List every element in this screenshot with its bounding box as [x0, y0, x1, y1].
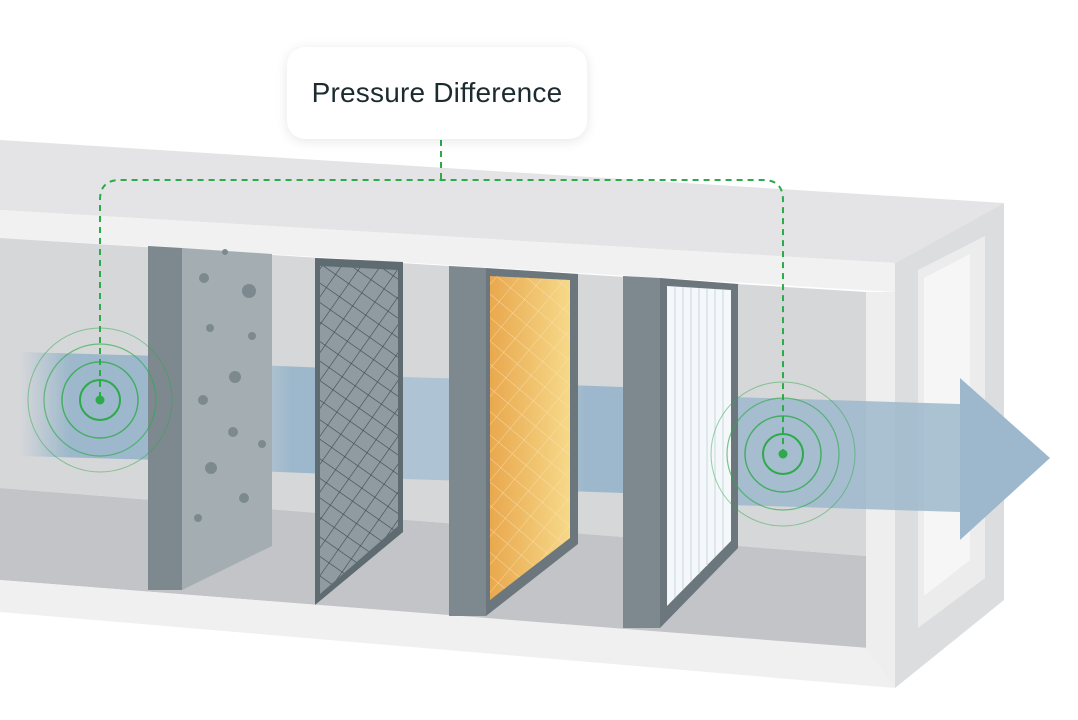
duct-top	[0, 140, 1004, 263]
upstream-sensor-icon	[27, 327, 173, 473]
pressure-difference-label: Pressure Difference	[311, 77, 563, 108]
pressure-connector-line	[99, 140, 784, 452]
duct-top-edge	[0, 210, 895, 292]
pressure-difference-callout: Pressure Difference	[287, 47, 587, 139]
duct-bottom-edge	[0, 580, 895, 688]
hepa-filter	[623, 276, 738, 628]
airflow-arrow-icon	[960, 378, 1050, 540]
downstream-sensor-icon	[710, 381, 856, 527]
airflow-band-5	[700, 396, 960, 512]
airflow-band-1	[20, 352, 160, 460]
mesh-panel-filter	[315, 258, 403, 605]
bag-filter	[449, 266, 578, 616]
pre-filter-panel	[148, 246, 272, 590]
